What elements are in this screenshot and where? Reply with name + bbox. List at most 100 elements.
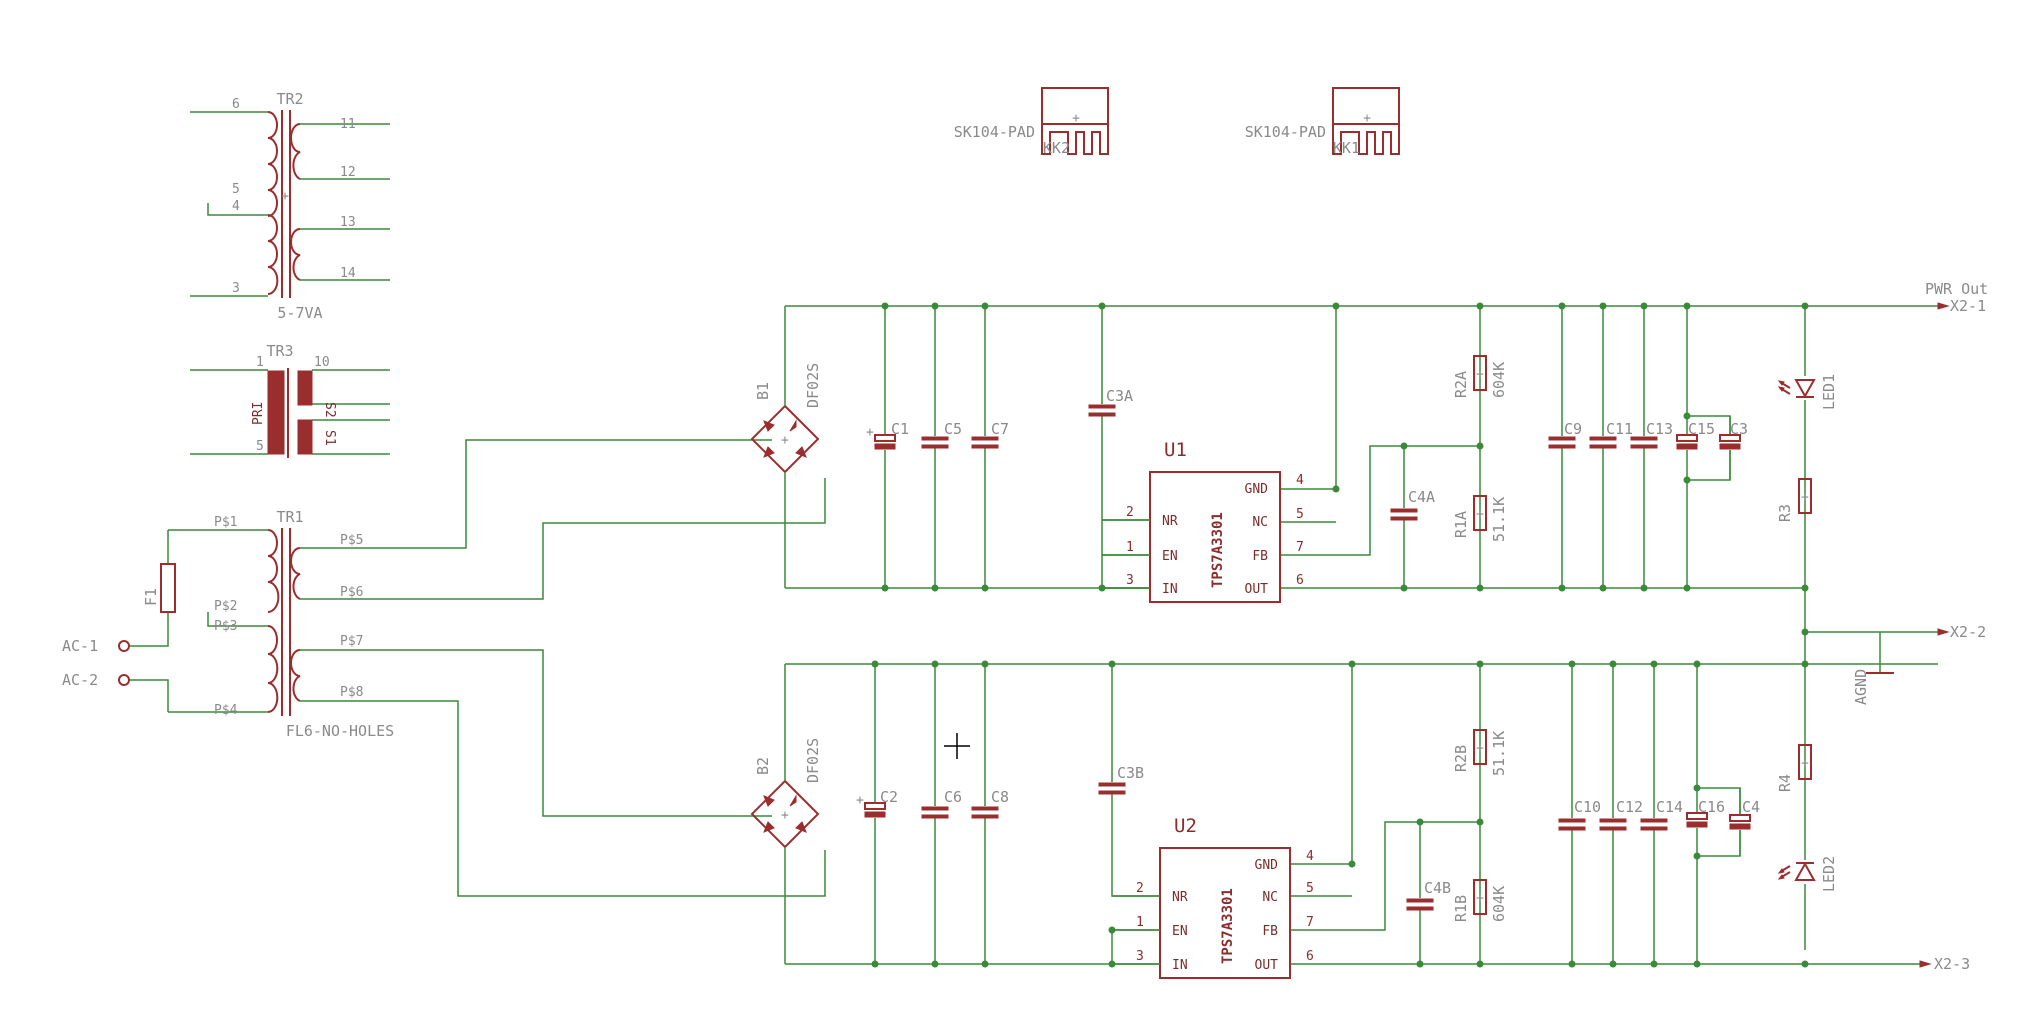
capacitor-c4[interactable]: C4 <box>1729 788 1760 856</box>
resistor-r2a[interactable]: + R2A 604K <box>1452 355 1508 398</box>
tr2-pin-label: 11 <box>340 117 356 132</box>
regulator-pin-name: NR <box>1162 514 1178 529</box>
led-led1[interactable]: LED1 <box>1777 374 1838 410</box>
tr2-pin-label: 12 <box>340 165 356 180</box>
resistor-r3[interactable]: + R3 <box>1776 478 1812 522</box>
regulator-pin-name: GND <box>1255 858 1279 873</box>
regulator-pin-name: IN <box>1162 582 1178 597</box>
resistor-value: 51.1K <box>1490 497 1508 542</box>
tr3-ref: TR3 <box>266 342 293 360</box>
resistor-mark: + <box>1476 891 1484 906</box>
output-pin-label: X2-3 <box>1934 955 1970 973</box>
regulator-pin-number: 3 <box>1126 573 1134 588</box>
resistor-value: 604K <box>1490 886 1508 922</box>
resistor-ref: R4 <box>1776 774 1794 792</box>
output-pin-label: X2-1 <box>1950 297 1986 315</box>
regulator-pin-number: 4 <box>1306 849 1314 864</box>
regulator-pin-number: 1 <box>1136 915 1144 930</box>
capacitor-c1[interactable]: + C1 <box>866 420 909 450</box>
capacitor-ref: C5 <box>944 420 962 438</box>
regulator-pin-name: NC <box>1262 890 1278 905</box>
ac-input-label: AC-2 <box>62 671 98 689</box>
capacitor-c3b[interactable]: C3B <box>1098 764 1144 795</box>
capacitor-ref: C13 <box>1646 420 1673 438</box>
transformer-tr3[interactable]: TR3 1 5 10 PRI S2 S1 <box>190 342 390 458</box>
bridge-value: DF02S <box>804 363 822 408</box>
resistor-value: 604K <box>1490 362 1508 398</box>
resistor-r4[interactable]: + R4 <box>1776 744 1812 792</box>
tr3-pin-label: 10 <box>314 355 330 370</box>
regulator-part: TPS7A3301 <box>1210 512 1226 588</box>
capacitor-c15[interactable]: C15 <box>1676 420 1715 450</box>
capacitor-c3a[interactable]: C3A <box>1088 387 1133 417</box>
transformer-tr1[interactable]: TR1 FL6-NO-HOLES P$1 P$2 P$3 P$4 P$5 P$6… <box>168 508 394 740</box>
junction-dots <box>871 302 1809 968</box>
heatsink-ref: KK2 <box>1043 139 1070 157</box>
tr1-pin-label: P$7 <box>340 634 363 649</box>
fuse-f1[interactable]: F1 <box>130 530 176 647</box>
ac-input-2[interactable]: AC-2 <box>62 671 169 712</box>
resistor-mark: + <box>1801 756 1809 771</box>
heatsink-kk1[interactable]: + SK104-PAD KK1 <box>1245 87 1400 157</box>
tr2-ref: TR2 <box>276 90 303 108</box>
capacitor-c3[interactable]: C3 <box>1719 416 1748 480</box>
bridge-b1[interactable]: + B1 DF02S <box>750 306 822 588</box>
resistor-r1a[interactable]: + R1A 51.1K <box>1452 495 1508 542</box>
capacitor-ref: C9 <box>1564 420 1582 438</box>
regulator-pin-name: NR <box>1172 890 1188 905</box>
capacitor-c13[interactable]: C13 <box>1630 420 1673 449</box>
regulator-pin-number: 7 <box>1306 915 1314 930</box>
regulator-part: TPS7A3301 <box>1220 888 1236 964</box>
heatsink-mark: + <box>1363 111 1371 126</box>
polarity-mark: + <box>866 425 874 440</box>
resistor-ref: R2A <box>1452 371 1470 398</box>
capacitor-c7[interactable]: C7 <box>971 420 1009 449</box>
capacitor-c6[interactable]: C6 <box>921 788 962 819</box>
regulator-ref: U2 <box>1174 815 1197 837</box>
regulator-pin-name: FB <box>1252 549 1268 564</box>
regulator-pin-number: 7 <box>1296 540 1304 555</box>
ac-input-1[interactable]: AC-1 <box>62 637 130 655</box>
transformer-tr2[interactable]: + TR2 5-7VA 6 5 4 3 11 12 13 14 <box>190 90 390 322</box>
regulator-u1[interactable]: U1 TPS7A3301 NR EN IN 2 1 3 GND NC FB OU… <box>1102 439 1304 603</box>
capacitor-ref: C3B <box>1117 764 1144 782</box>
tr2-polarity-mark: + <box>281 189 289 204</box>
capacitor-c9[interactable]: C9 <box>1548 420 1582 449</box>
capacitor-ref: C1 <box>891 420 909 438</box>
bridge-mark: + <box>781 433 789 448</box>
capacitor-c16[interactable]: C16 <box>1686 798 1725 828</box>
capacitor-ref: C4 <box>1742 798 1760 816</box>
capacitor-c10[interactable]: C10 <box>1558 798 1601 831</box>
bridge-b2[interactable]: + B2 DF02S <box>750 664 822 964</box>
capacitor-ref: C4A <box>1408 488 1435 506</box>
capacitor-ref: C14 <box>1656 798 1683 816</box>
tr1-pin-label: P$2 <box>214 599 237 614</box>
capacitor-c8[interactable]: C8 <box>971 788 1009 819</box>
capacitor-c14[interactable]: C14 <box>1640 798 1683 831</box>
led-led2[interactable]: LED2 <box>1777 856 1838 892</box>
output-connector[interactable]: PWR Out X2-1 X2-2 X2-3 <box>1919 280 1988 973</box>
capacitor-c2[interactable]: + C2 <box>856 788 898 818</box>
regulator-pin-name: EN <box>1172 924 1188 939</box>
capacitor-c4a[interactable]: C4A <box>1390 488 1435 521</box>
capacitor-c4b[interactable]: C4B <box>1406 879 1451 911</box>
resistor-r1b[interactable]: + R1B 604K <box>1452 879 1508 922</box>
resistor-ref: R2B <box>1452 745 1470 772</box>
capacitor-c12[interactable]: C12 <box>1599 798 1643 831</box>
resistor-r2b[interactable]: + R2B 51.1K <box>1452 729 1508 776</box>
polarity-mark: + <box>856 793 864 808</box>
capacitor-ref: C7 <box>991 420 1009 438</box>
heatsink-package: SK104-PAD <box>1245 123 1326 141</box>
tr3-pin-label: 5 <box>256 439 264 454</box>
bridge-ref: B1 <box>754 382 772 400</box>
regulator-u2[interactable]: U2 TPS7A3301 NR EN IN 2 1 3 GND NC FB OU… <box>1112 815 1314 979</box>
capacitor-ref: C16 <box>1698 798 1725 816</box>
capacitor-c11[interactable]: C11 <box>1589 420 1633 449</box>
heatsink-package: SK104-PAD <box>954 123 1035 141</box>
capacitor-c5[interactable]: C5 <box>921 420 962 449</box>
regulator-pin-name: NC <box>1252 515 1268 530</box>
regulator-pin-number: 6 <box>1296 573 1304 588</box>
capacitor-ref: C11 <box>1606 420 1633 438</box>
heatsink-kk2[interactable]: + SK104-PAD KK2 <box>954 87 1109 157</box>
